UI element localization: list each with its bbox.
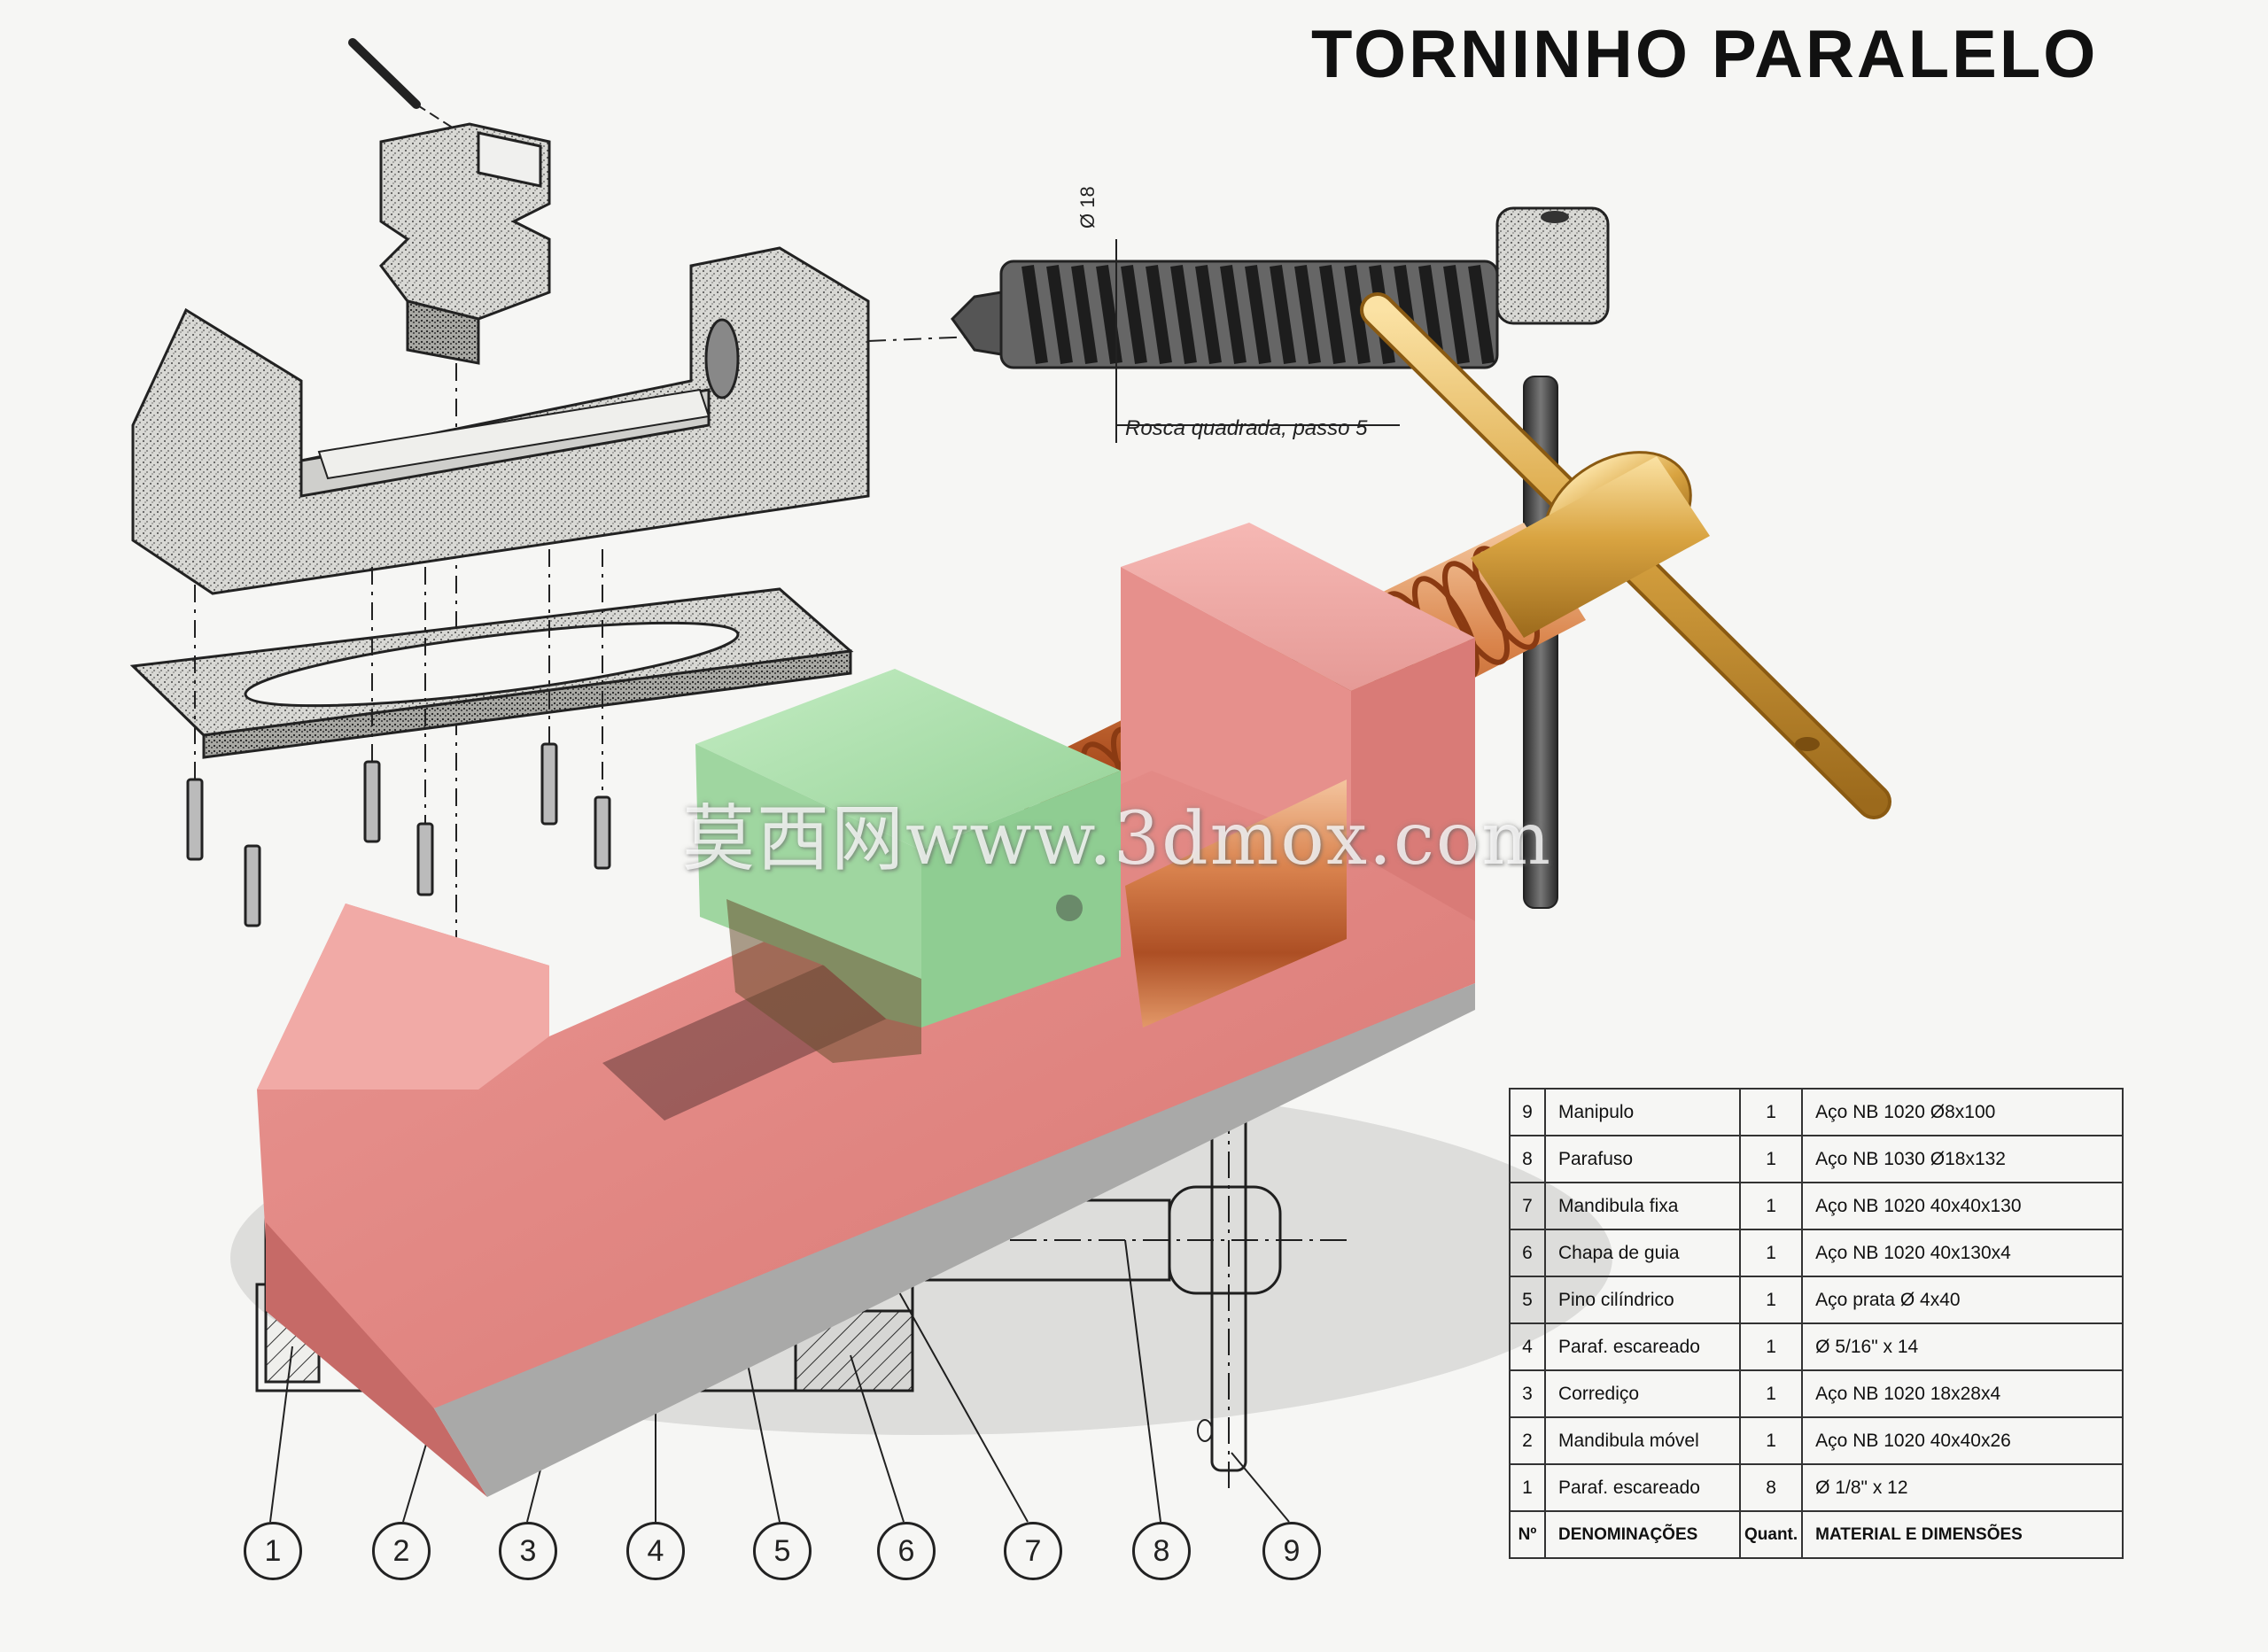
part-number: 5	[1509, 1276, 1546, 1324]
part-material: Aço NB 1030 Ø18x132	[1801, 1135, 2124, 1183]
part-material: Ø 5/16" x 14	[1801, 1322, 2124, 1371]
part-number: 9	[1509, 1088, 1546, 1136]
moving-jaw-render	[695, 669, 1121, 1063]
balloon-3: 3	[499, 1522, 557, 1580]
header-material: MATERIAL E DIMENSÕES	[1801, 1510, 2124, 1559]
part-quantity: 1	[1738, 1416, 1804, 1465]
part-number: 3	[1509, 1369, 1546, 1418]
countersunk-screws	[186, 549, 611, 927]
part-quantity: 1	[1738, 1229, 1804, 1277]
part-name: Corrediço	[1544, 1369, 1741, 1418]
thread-line	[1121, 264, 1147, 365]
part-quantity: 1	[1738, 1369, 1804, 1418]
thread-line	[1319, 264, 1346, 365]
part-name: Parafuso	[1544, 1135, 1741, 1183]
part-name: Mandibula móvel	[1544, 1416, 1741, 1465]
balloon-7: 7	[1004, 1522, 1062, 1580]
part-material: Ø 1/8" x 12	[1801, 1463, 2124, 1512]
part-name: Pino cilíndrico	[1544, 1276, 1741, 1324]
part-name: Manipulo	[1544, 1088, 1741, 1136]
part-number: 7	[1509, 1182, 1546, 1230]
part-quantity: 1	[1738, 1276, 1804, 1324]
balloon-5: 5	[753, 1522, 812, 1580]
part-quantity: 1	[1738, 1088, 1804, 1136]
part-name: Paraf. escareado	[1544, 1463, 1741, 1512]
part-quantity: 1	[1738, 1135, 1804, 1183]
thread-line	[1270, 264, 1296, 365]
thread-line	[1468, 264, 1495, 365]
thread-line	[1443, 264, 1470, 365]
part-material: Aço prata Ø 4x40	[1801, 1276, 2124, 1324]
part-name: Chapa de guia	[1544, 1229, 1741, 1277]
thread-line	[1195, 264, 1222, 365]
part-quantity: 8	[1738, 1463, 1804, 1512]
balloon-1: 1	[244, 1522, 302, 1580]
part-number: 1	[1509, 1463, 1546, 1512]
thread-line	[1146, 264, 1172, 365]
part-number: 6	[1509, 1229, 1546, 1277]
thread-note-label: Rosca quadrada, passo 5	[1125, 416, 1368, 440]
part-quantity: 1	[1738, 1182, 1804, 1230]
part-number: 8	[1509, 1135, 1546, 1183]
leader-lines	[269, 1239, 1290, 1523]
thread-line	[1021, 264, 1048, 365]
part-material: Aço NB 1020 Ø8x100	[1801, 1088, 2124, 1136]
part-number: 2	[1509, 1416, 1546, 1465]
balloon-9: 9	[1262, 1522, 1321, 1580]
thread-line	[1245, 264, 1271, 365]
thread-line	[1046, 264, 1073, 365]
part-material: Aço NB 1020 40x130x4	[1801, 1229, 2124, 1277]
balloon-2: 2	[372, 1522, 431, 1580]
thread-line	[1294, 264, 1321, 365]
part-quantity: 1	[1738, 1322, 1804, 1371]
thread-line	[1096, 264, 1122, 365]
t-handle-render	[1360, 292, 1891, 819]
screw-inside-render	[1125, 779, 1347, 1028]
thread-line	[1071, 264, 1098, 365]
part-material: Aço NB 1020 40x40x26	[1801, 1416, 2124, 1465]
thread-line	[1220, 264, 1247, 365]
parts-table-header-row: Nº DENOMINAÇÕES Quant. MATERIAL E DIMENS…	[1509, 1510, 2124, 1559]
balloon-6: 6	[877, 1522, 936, 1580]
thread-ring	[1442, 561, 1510, 665]
part-material: Aço NB 1020 18x28x4	[1801, 1369, 2124, 1418]
part-name: Paraf. escareado	[1544, 1322, 1741, 1371]
balloon-8: 8	[1132, 1522, 1191, 1580]
part-number: 4	[1509, 1322, 1546, 1371]
part-name: Mandibula fixa	[1544, 1182, 1741, 1230]
header-quantity: Quant.	[1738, 1510, 1804, 1559]
header-name: DENOMINAÇÕES	[1544, 1510, 1741, 1559]
guide-plate-exploded	[129, 587, 854, 759]
pin-part-5	[348, 38, 462, 134]
lead-screw-exploded	[951, 206, 1610, 443]
moving-jaw-exploded	[379, 122, 551, 974]
thread-line	[1170, 264, 1197, 365]
header-number: Nº	[1509, 1510, 1546, 1559]
drawing-title: TORNINHO PARALELO	[1311, 17, 2099, 92]
balloon-4: 4	[626, 1522, 685, 1580]
part-material: Aço NB 1020 40x40x130	[1801, 1182, 2124, 1230]
thread-line	[1344, 264, 1371, 365]
vise-body-exploded	[131, 246, 975, 595]
watermark-text: 莫西网www.3dmox.com	[682, 797, 1553, 881]
diameter-dimension-label: Ø 18	[1076, 186, 1099, 229]
